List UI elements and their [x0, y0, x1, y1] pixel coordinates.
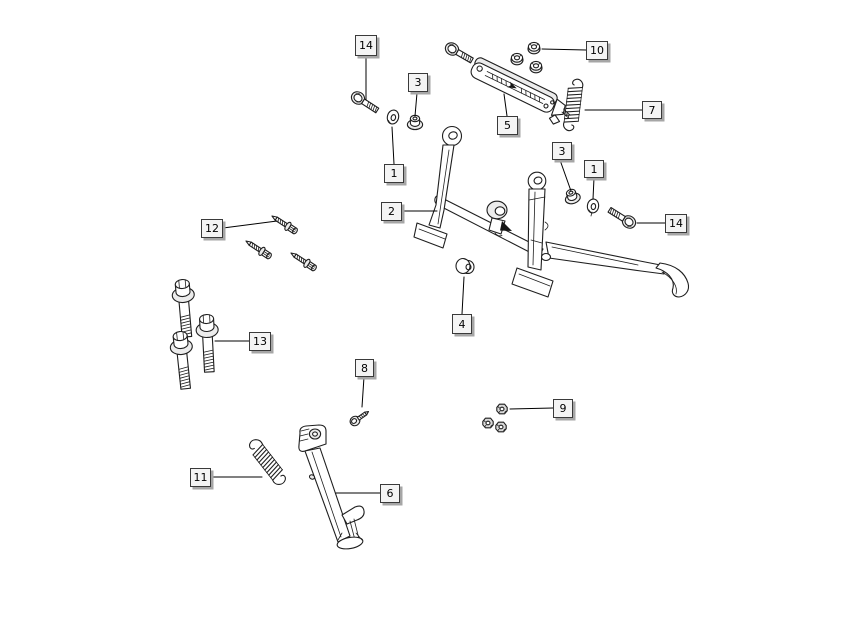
callout-box-2[interactable]: 2 — [381, 202, 402, 221]
leader-line-4 — [461, 276, 465, 315]
callout-box-6[interactable]: 6 — [380, 484, 400, 503]
callout-box-3-right[interactable]: 3 — [552, 142, 572, 160]
callout-box-8[interactable]: 8 — [355, 359, 374, 377]
spring-drawing-7 — [563, 78, 584, 132]
callout-box-7[interactable]: 7 — [642, 101, 662, 119]
callout-box-14-right[interactable]: 14 — [665, 214, 687, 233]
nut-drawing-3-right — [562, 186, 583, 207]
leader-line-1-right — [592, 177, 595, 200]
screws-drawing-12 — [242, 211, 319, 274]
washer-drawing-1-right — [585, 197, 601, 217]
leader-line-3-top — [414, 92, 418, 117]
callout-box-12[interactable]: 12 — [201, 219, 223, 238]
callout-box-3-top[interactable]: 3 — [408, 73, 428, 92]
bolt-drawing-14-top — [348, 88, 382, 117]
nut-drawing-10b — [527, 41, 541, 55]
bolts-drawing-13 — [168, 278, 221, 391]
center-stand-drawing — [413, 125, 690, 298]
callout-box-1-top[interactable]: 1 — [384, 164, 404, 183]
callout-box-4[interactable]: 4 — [452, 314, 472, 334]
nut-drawing-3-top — [406, 114, 424, 131]
callout-box-5[interactable]: 5 — [497, 116, 518, 135]
callout-box-11[interactable]: 11 — [190, 468, 211, 487]
callout-box-13[interactable]: 13 — [249, 332, 271, 351]
side-stand-drawing — [298, 424, 365, 550]
leader-line-3-right — [559, 159, 572, 192]
nuts-drawing-9 — [482, 403, 508, 433]
washer-drawing-1-top — [385, 108, 401, 126]
leader-line-1-top — [391, 126, 395, 165]
leader-line-8 — [361, 376, 365, 408]
leader-line-12 — [222, 220, 278, 229]
leader-line-10 — [541, 48, 587, 51]
nut-drawing-10c — [529, 60, 543, 74]
screw-drawing-8 — [349, 410, 370, 427]
leader-line-9 — [509, 407, 554, 410]
spring-drawing-11 — [249, 439, 286, 485]
callout-box-10[interactable]: 10 — [586, 41, 608, 60]
leader-line-5 — [503, 93, 508, 117]
roller-drawing-4 — [455, 257, 475, 275]
nut-drawing-10a — [510, 52, 524, 66]
bolt-drawing-14-right — [605, 204, 639, 232]
callout-box-14-top[interactable]: 14 — [355, 35, 377, 56]
callout-box-9[interactable]: 9 — [553, 399, 573, 418]
callout-box-1-right[interactable]: 1 — [584, 160, 604, 178]
